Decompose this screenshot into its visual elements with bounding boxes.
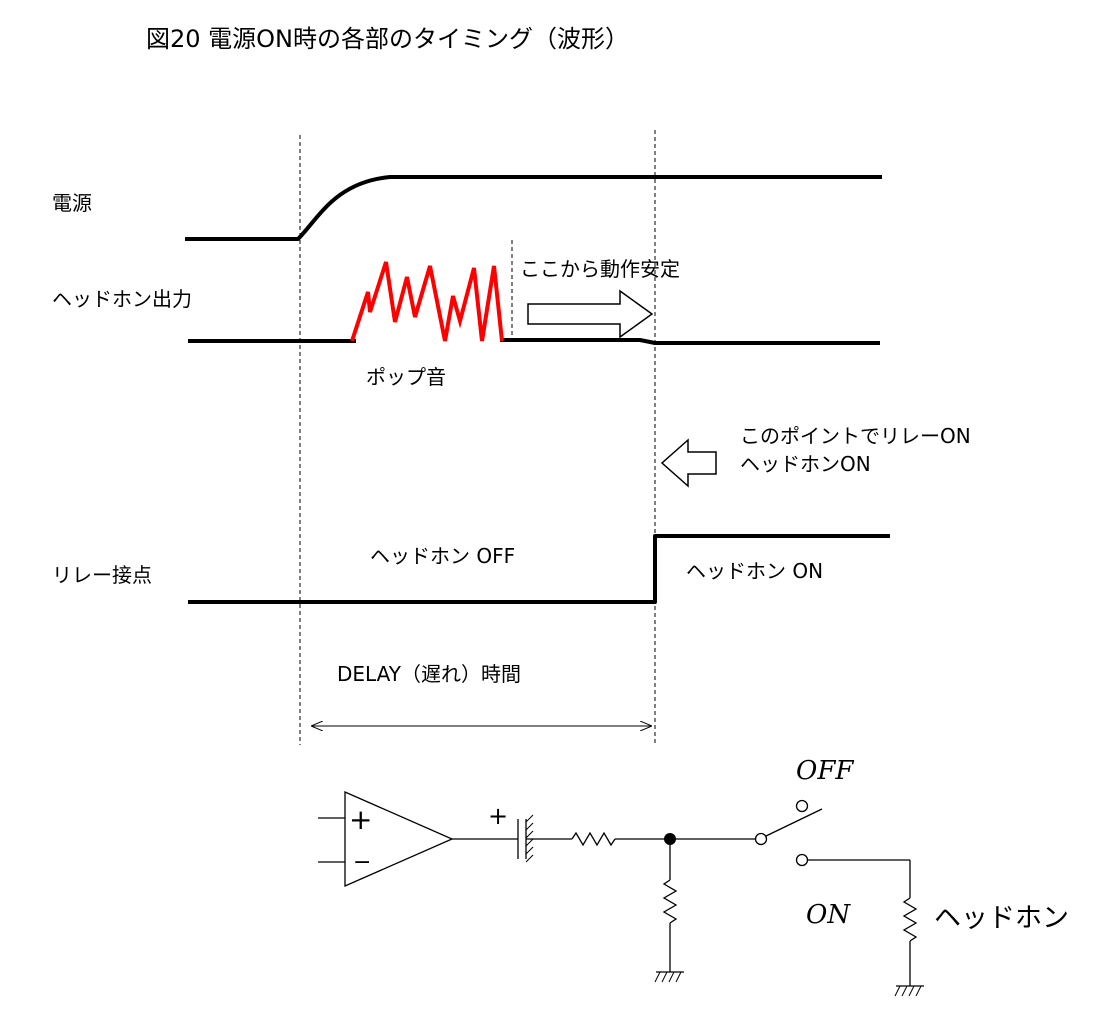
relay-contact-waveform [188,534,890,604]
headphone-output-waveform [188,338,880,345]
ground-right-icon [894,985,924,997]
pop-noise-waveform [350,261,504,342]
relay-point-label-line2: ヘッドホンON [740,452,871,476]
delay-time-label: DELAY（遅れ）時間 [337,662,521,686]
headphone-load-label: ヘッドホン [934,903,1069,934]
relay-point-label-line1: このポイントでリレーON [740,424,971,448]
opamp-plus-label: + [349,803,372,836]
relay-block-arrow-icon [660,438,717,488]
pop-noise-label: ポップ音 [366,365,446,389]
capacitor-plus-label: + [488,802,508,830]
stable-block-arrow-icon [527,289,654,339]
circuit: + − + [318,756,1069,997]
relay-contact-label: リレー接点 [52,563,152,587]
headphone-resistor-symbol [902,897,918,942]
switch-off-label: OFF [796,756,854,786]
opamp-minus-label: − [353,850,371,875]
power-waveform [185,175,882,241]
headphone-on-label: ヘッドホン ON [686,559,823,583]
stable-from-here-label: ここから動作安定 [520,257,680,281]
opamp-symbol [344,791,454,887]
power-label: 電源 [52,191,92,215]
series-resistor-symbol [571,831,616,847]
page-title: 図20 電源ON時の各部のタイミング（波形） [146,25,629,53]
relay-switch-symbol [754,799,823,867]
shunt-resistor-symbol [662,879,678,924]
headphone-off-label: ヘッドホン OFF [370,544,515,568]
headphone-output-label: ヘッドホン出力 [52,287,192,311]
ground-left-icon [654,971,684,983]
switch-on-label: ON [806,900,851,930]
